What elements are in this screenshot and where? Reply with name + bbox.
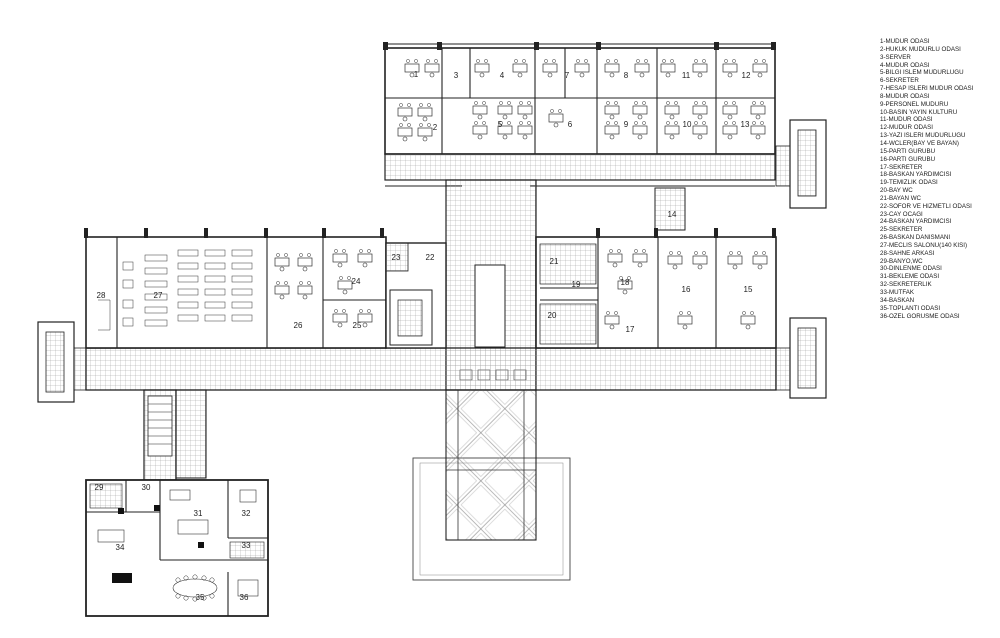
legend-item: 6-SEKRETER — [880, 77, 919, 85]
room-number-32: 32 — [242, 509, 251, 518]
room-number-29: 29 — [95, 483, 104, 492]
room-number-5: 5 — [498, 120, 503, 129]
room-number-20: 20 — [548, 311, 557, 320]
room-number-10: 10 — [683, 120, 692, 129]
legend-item: 14-WCLER(BAY VE BAYAN) — [880, 139, 959, 147]
room-number-4: 4 — [500, 71, 505, 80]
room-number-2: 2 — [433, 123, 438, 132]
legend-item: 15-PARTI GURUBU — [880, 147, 936, 155]
legend-item: 12-MUDUR ODASI — [880, 124, 933, 132]
legend-item: 32-SEKRETERLIK — [880, 281, 932, 289]
legend-item: 4-MUDUR ODASI — [880, 61, 930, 69]
legend-item: 23-CAY OCAGI — [880, 210, 923, 218]
legend-item: 27-MECLIS SALONU(140 KISI) — [880, 241, 967, 249]
room-number-28: 28 — [97, 291, 106, 300]
room-number-7: 7 — [565, 71, 570, 80]
legend-item: 11-MUDUR ODASI — [880, 116, 933, 124]
room-number-23: 23 — [392, 253, 401, 262]
legend-item: 19-TEMIZLIK ODASI — [880, 179, 938, 187]
room-number-16: 16 — [682, 285, 691, 294]
room-number-13: 13 — [741, 120, 750, 129]
room-number-30: 30 — [142, 483, 151, 492]
legend-item: 18-BASKAN YARDIMCISI — [880, 171, 952, 179]
room-number-9: 9 — [624, 120, 629, 129]
legend-item: 25-SEKRETER — [880, 226, 923, 234]
room-labels: 1 2 3 4 5 6 7 8 9 10 11 12 13 14 15 16 1… — [95, 70, 753, 602]
president-suite — [85, 389, 269, 617]
legend-item: 35-TOPLANTI ODASI — [880, 304, 941, 312]
room-number-8: 8 — [624, 71, 629, 80]
legend-item: 21-BAYAN WC — [880, 194, 922, 202]
room-number-17: 17 — [626, 325, 635, 334]
room-number-36: 36 — [240, 593, 249, 602]
east-wing — [535, 187, 827, 399]
legend-item: 3-SERVER — [880, 53, 911, 61]
room-number-27: 27 — [154, 291, 163, 300]
legend-item: 5-BILGI ISLEM MUDURLUGU — [880, 69, 964, 77]
legend-item: 16-PARTI GURUBU — [880, 155, 936, 163]
room-number-21: 21 — [550, 257, 559, 266]
room-number-31: 31 — [194, 509, 203, 518]
legend-item: 34-BASKAN — [880, 296, 915, 304]
room-number-35: 35 — [196, 593, 205, 602]
room-number-12: 12 — [742, 71, 751, 80]
legend-item: 8-MUDUR ODASI — [880, 92, 930, 100]
room-number-14: 14 — [668, 210, 677, 219]
legend-item: 24-BASKAN YARDIMCISI — [880, 218, 952, 226]
main-corridor — [85, 347, 777, 391]
legend-item: 17-SEKRETER — [880, 163, 923, 171]
room-number-1: 1 — [414, 70, 419, 79]
legend-item: 2-HUKUK MUDURLU ODASI — [880, 45, 961, 53]
room-number-25: 25 — [353, 321, 362, 330]
room-number-19: 19 — [572, 280, 581, 289]
service-core-west — [385, 242, 447, 349]
legend-item: 31-BEKLEME ODASI — [880, 273, 940, 281]
legend-item: 9-PERSONEL MUDURU — [880, 100, 949, 108]
legend-item: 33-MUTFAK — [880, 289, 915, 296]
room-number-33: 33 — [242, 541, 251, 550]
legend-item: 7-HESAP ISLERI MUDUR ODASI — [880, 85, 974, 93]
room-number-24: 24 — [352, 277, 361, 286]
room-number-15: 15 — [744, 285, 753, 294]
legend-item: 36-OZEL GORUSME ODASI — [880, 312, 960, 320]
room-number-22: 22 — [426, 253, 435, 262]
room-number-6: 6 — [568, 120, 573, 129]
legend-item: 20-BAY WC — [880, 187, 913, 195]
legend-item: 30-DINLENME ODASI — [880, 265, 942, 273]
room-number-3: 3 — [454, 71, 459, 80]
room-number-11: 11 — [682, 71, 691, 80]
legend-item: 26-BASKAN DANISMANI — [880, 234, 951, 242]
legend-item: 22-SOFOR VE HIZMETLI ODASI — [880, 202, 972, 210]
legend-item: 13-YAZI ISLERI MUDURLUGU — [880, 132, 966, 140]
legend-item: 1-MUDUR ODASI — [880, 38, 930, 45]
north-wing — [383, 42, 827, 209]
room-number-18: 18 — [621, 278, 630, 287]
room-number-26: 26 — [294, 321, 303, 330]
room-number-34: 34 — [116, 543, 125, 552]
south-entrance — [412, 389, 571, 581]
legend-item: 10-BASIN YAYIN KULTURU — [880, 108, 958, 116]
legend-item: 28-SAHNE ARKASI — [880, 249, 935, 257]
legend-item: 29-BANYO,WC — [880, 257, 923, 265]
